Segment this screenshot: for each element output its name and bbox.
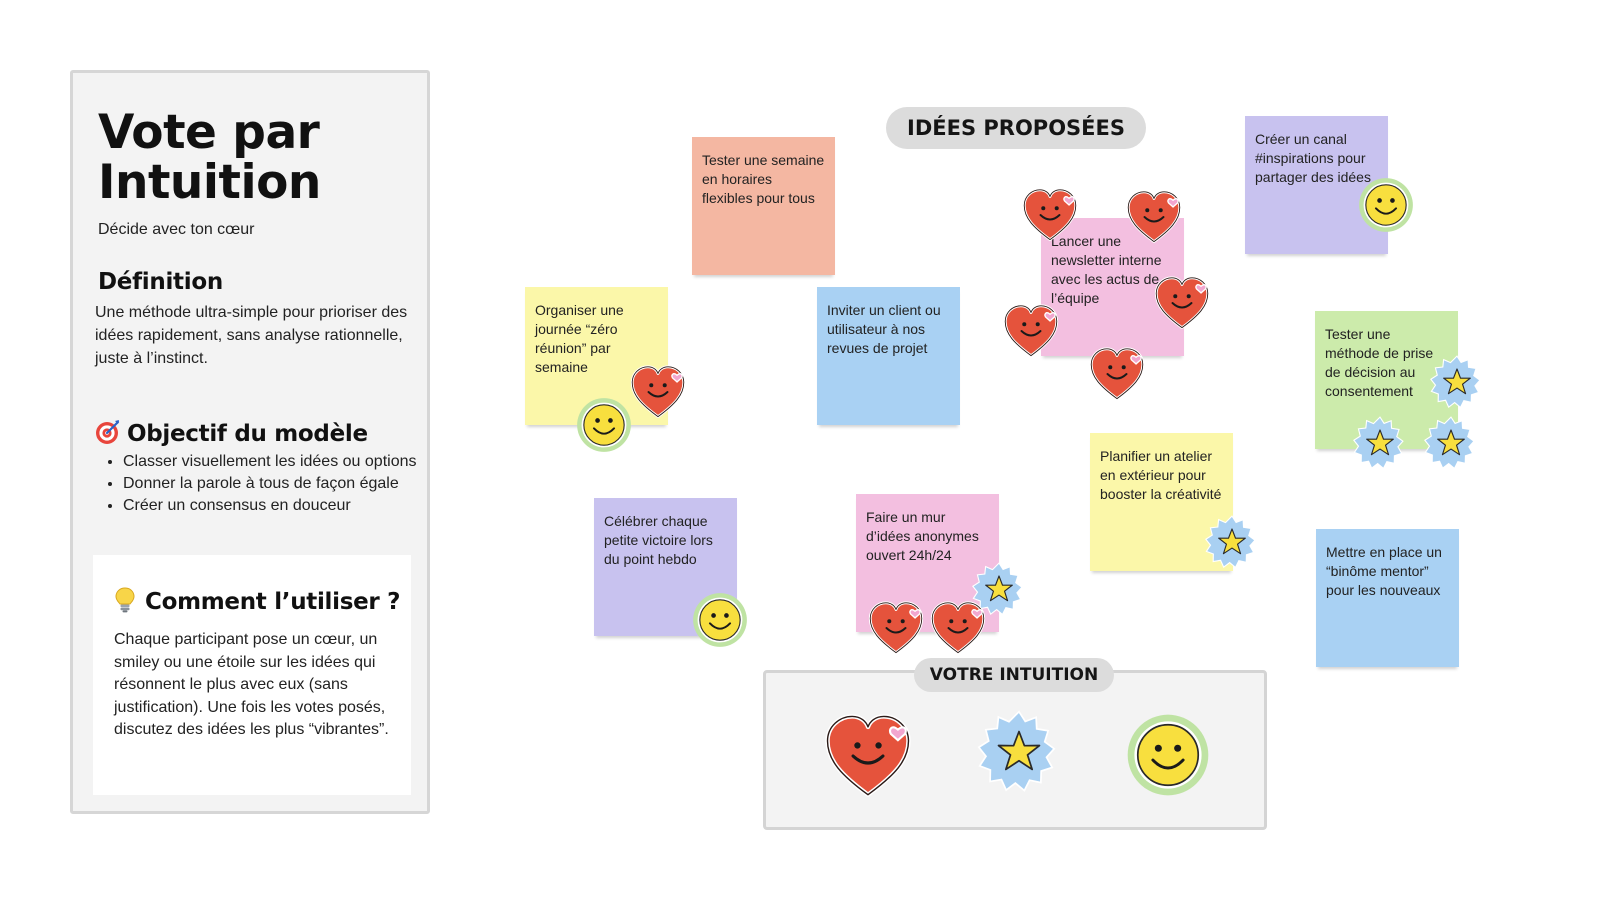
idea-note-mentor-pair[interactable]: Mettre en place un “binôme mentor” pour …: [1316, 529, 1459, 667]
heart-icon[interactable]: [1003, 303, 1059, 359]
ideas-heading: IDÉES PROPOSÉES: [886, 107, 1146, 149]
target-icon: [96, 420, 120, 444]
heart-icon[interactable]: [1089, 346, 1145, 402]
list-item: Classer visuellement les idées ou option…: [123, 451, 418, 473]
star-icon[interactable]: [1429, 355, 1485, 411]
note-text: Lancer une newsletter interne avec les a…: [1051, 233, 1162, 306]
vote-heading: VOTRE INTUITION: [914, 658, 1114, 692]
lightbulb-icon: [115, 587, 135, 613]
smiley-icon[interactable]: [1126, 713, 1210, 797]
idea-note-zero-meeting[interactable]: Organiser une journée “zéro réunion” par…: [525, 287, 668, 425]
how-to-card: Comment l’utiliser ? Chaque participant …: [93, 555, 411, 795]
objective-list: Classer visuellement les idées ou option…: [109, 451, 418, 517]
smiley-icon[interactable]: [1358, 177, 1414, 233]
idea-note-newsletter[interactable]: Lancer une newsletter interne avec les a…: [1041, 218, 1184, 356]
how-heading-text: Comment l’utiliser ?: [145, 589, 401, 615]
note-text: Célébrer chaque petite victoire lors du …: [604, 513, 713, 567]
page-title: Vote par Intuition: [98, 105, 321, 210]
heart-icon[interactable]: [630, 364, 686, 420]
star-icon[interactable]: [1352, 416, 1408, 472]
heart-icon[interactable]: [1022, 187, 1078, 243]
idea-note-invite-client[interactable]: Inviter un client ou utilisateur à nos r…: [817, 287, 960, 425]
heart-icon[interactable]: [1126, 189, 1182, 245]
note-text: Créer un canal #inspirations pour partag…: [1255, 131, 1371, 185]
note-text: Tester une semaine en horaires flexibles…: [702, 152, 825, 206]
note-text: Inviter un client ou utilisateur à nos r…: [827, 302, 941, 356]
note-text: Tester une méthode de prise de décision …: [1325, 326, 1434, 399]
info-panel: Vote par Intuition Décide avec ton cœur …: [70, 70, 430, 814]
note-text: Organiser une journée “zéro réunion” par…: [535, 302, 624, 375]
definition-heading: Définition: [98, 269, 223, 295]
note-text: Mettre en place un “binôme mentor” pour …: [1326, 544, 1442, 598]
definition-text: Une méthode ultra-simple pour prioriser …: [95, 304, 408, 367]
list-item: Créer un consensus en douceur: [123, 495, 418, 517]
heart-icon[interactable]: [1154, 275, 1210, 331]
how-heading: Comment l’utiliser ?: [115, 587, 401, 615]
note-text: Planifier un atelier en extérieur pour b…: [1100, 448, 1222, 502]
star-icon[interactable]: [976, 710, 1062, 796]
star-icon[interactable]: [1204, 515, 1260, 571]
list-item: Donner la parole à tous de façon égale: [123, 473, 418, 495]
objective-heading: Objectif du modèle: [95, 419, 368, 447]
idea-note-flex-hours[interactable]: Tester une semaine en horaires flexibles…: [692, 137, 835, 275]
heart-icon[interactable]: [868, 600, 924, 656]
heart-icon[interactable]: [824, 712, 912, 800]
objective-heading-text: Objectif du modèle: [127, 421, 368, 447]
page-subtitle: Décide avec ton cœur: [98, 221, 255, 238]
star-icon[interactable]: [1423, 416, 1479, 472]
heart-icon[interactable]: [930, 600, 986, 656]
idea-note-inspirations[interactable]: Créer un canal #inspirations pour partag…: [1245, 116, 1388, 254]
smiley-icon[interactable]: [576, 397, 632, 453]
smiley-icon[interactable]: [692, 592, 748, 648]
note-text: Faire un mur d’idées anonymes ouvert 24h…: [866, 509, 979, 563]
how-text: Chaque participant pose un cœur, un smil…: [114, 631, 389, 738]
